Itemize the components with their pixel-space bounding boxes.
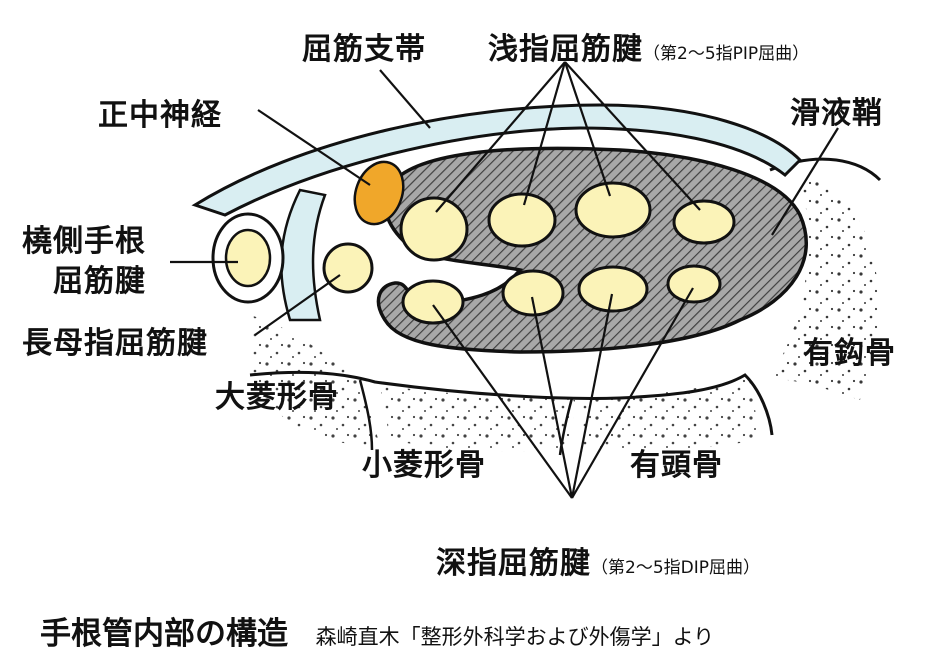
carpal-floor-outline	[249, 370, 774, 436]
label-fcr: 橈側手根 屈筋腱	[22, 222, 146, 302]
fdp-tendon	[666, 264, 722, 304]
fds-tendon	[487, 192, 557, 248]
trapezium-bone	[250, 315, 380, 446]
fdp-tendon	[501, 269, 565, 317]
median-nerve	[353, 160, 405, 226]
retinaculum-septum	[280, 188, 327, 322]
caption-credit: 森崎直木「整形外科学および外傷学」より	[315, 625, 715, 649]
label-fds: 浅指屈筋腱	[488, 32, 643, 67]
capitate-bone	[580, 378, 760, 451]
fds-tendon	[399, 196, 469, 262]
fdp-tendon	[401, 279, 465, 325]
label-fdp-note: （第2～5指DIP屈曲）	[591, 558, 760, 578]
label-fds-group: 浅指屈筋腱（第2～5指PIP屈曲）	[488, 24, 809, 68]
label-fcr-line1: 橈側手根	[22, 224, 146, 259]
label-trapezoid: 小菱形骨	[362, 448, 486, 483]
fds-tendon	[672, 199, 736, 245]
label-fds-note: （第2～5指PIP屈曲）	[643, 44, 810, 64]
label-flexor-retinaculum: 屈筋支帯	[302, 32, 426, 67]
label-median-nerve: 正中神経	[98, 98, 222, 133]
bone-divider-1	[358, 379, 374, 451]
caption-title: 手根管内部の構造	[40, 616, 288, 652]
label-fdp-group: 深指屈筋腱（第2～5指DIP屈曲）	[436, 538, 760, 582]
leader-lines	[170, 61, 839, 499]
caption: 手根管内部の構造 森崎直木「整形外科学および外傷学」より	[40, 608, 714, 653]
fdp-tendon	[577, 265, 649, 313]
label-hamate: 有鈎骨	[803, 336, 896, 371]
label-synovial-sheath: 滑液鞘	[790, 96, 883, 131]
fcr-tendon	[224, 228, 272, 288]
fds-tendon	[574, 181, 652, 239]
label-fpl: 長母指屈筋腱	[22, 326, 208, 361]
label-fcr-line2: 屈筋腱	[53, 264, 146, 299]
bone-divider-2	[558, 397, 574, 456]
hamate-bone	[770, 175, 880, 400]
fpl-tendon	[322, 242, 374, 294]
label-trapezium: 大菱形骨	[215, 380, 339, 415]
label-capitate: 有頭骨	[630, 448, 723, 483]
label-fdp: 深指屈筋腱	[436, 546, 591, 581]
